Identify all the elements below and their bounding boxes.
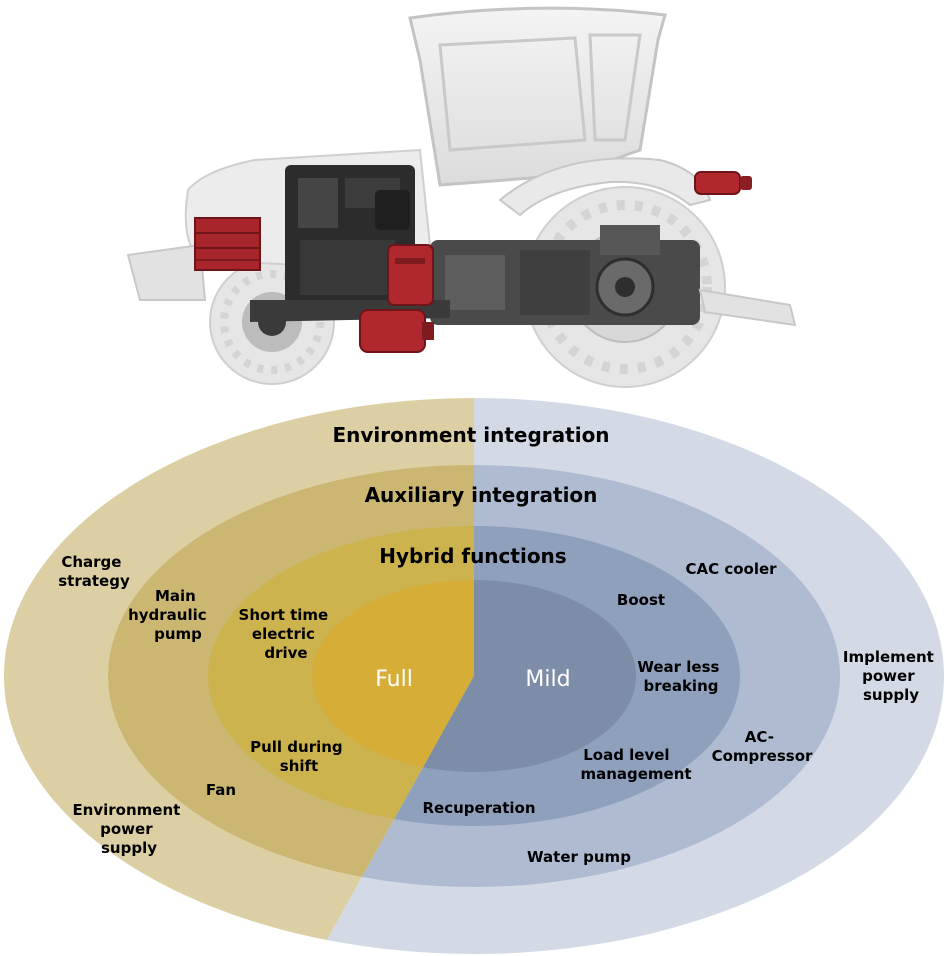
label-environment-power-supply: Environment power supply [72,801,185,857]
integration-diagram: Environment integration Auxiliary integr… [4,398,944,954]
core-full-area [312,580,474,772]
label-pull-during-shift: Pull during shift [250,738,348,775]
label-water-pump: Water pump [527,848,631,866]
battery-pack-icon [194,217,261,271]
pto-connector-icon [694,171,752,195]
rear-hitch [698,288,797,327]
transmission-icon [430,225,700,325]
label-ac-compressor: AC- Compressor [712,728,813,765]
label-main-hydraulic-pump: Main hydraulic pump [128,587,212,643]
rear-fender [498,157,712,217]
core-label-full: Full [375,667,413,692]
label-wear-less-breaking: Wear less breaking [637,658,724,695]
ring-title-environment: Environment integration [332,423,609,447]
hybrid-ring-gold [208,526,474,826]
label-fan: Fan [206,781,236,799]
tractor-cab [408,6,667,187]
label-recuperation: Recuperation [422,799,535,817]
label-charge-strategy: Charge strategy [58,553,130,590]
electric-motor-icon [387,244,434,306]
full-hybrid-side [4,398,474,954]
ring-title-auxiliary: Auxiliary integration [365,483,598,507]
electric-motor-lower [359,309,434,353]
engine-icon [285,165,415,305]
label-short-time-electric-drive: Short time electric drive [239,606,334,662]
label-load-level-management: Load level management [580,746,691,783]
label-implement-power-supply: Implement power supply [843,648,939,704]
ring-title-hybrid: Hybrid functions [379,544,566,568]
core-label-mild: Mild [525,667,570,692]
label-boost: Boost [617,591,665,609]
tractor-icon [126,6,797,388]
front-weights [126,243,207,301]
label-cac-cooler: CAC cooler [685,560,777,578]
